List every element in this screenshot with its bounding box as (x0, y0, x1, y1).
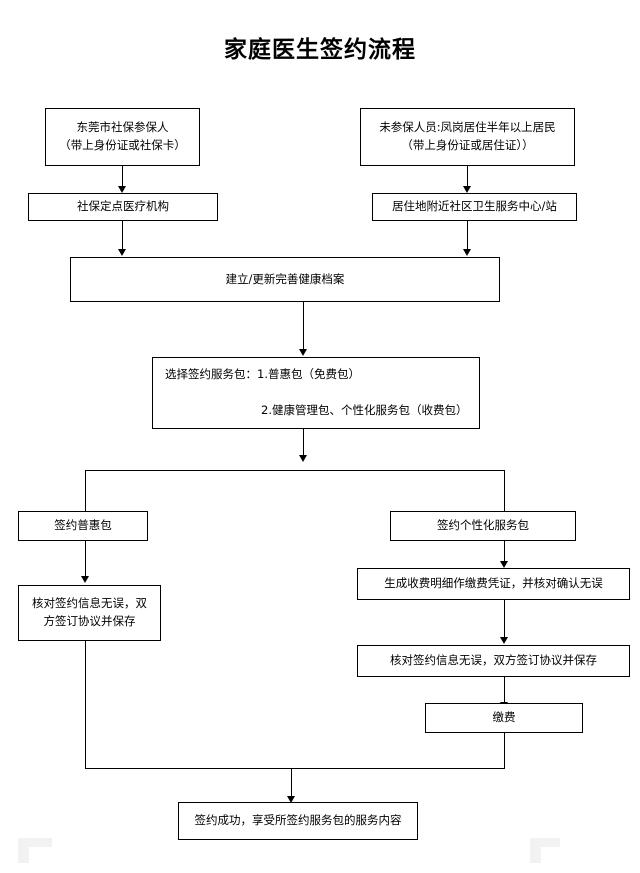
node-choose-package: 选择签约服务包：1.普惠包（免费包） 2.健康管理包、个性化服务包（收费包） (152, 357, 480, 429)
arrowhead-basic-to-confirm (81, 576, 89, 583)
split-drop-right (504, 470, 505, 517)
connector-uninsured-to-center (467, 166, 468, 187)
node-community-center: 居住地附近社区卫生服务中心/站 (372, 193, 577, 221)
watermark-right-mark (530, 838, 560, 847)
arrowhead-merge-to-success (287, 796, 295, 803)
node-payment: 缴费 (425, 703, 583, 733)
connector-fee-to-confirm (504, 600, 505, 638)
connector-basic-to-confirm (85, 541, 86, 577)
arrowhead-choice-to-split (299, 455, 307, 462)
node-sign-basic-package: 签约普惠包 (18, 511, 148, 541)
arrowhead-center-to-record (463, 249, 471, 256)
node-success: 签约成功，享受所签约服务包的服务内容 (178, 802, 418, 840)
node-generate-fee-detail: 生成收费明细作缴费凭证，并核对确认无误 (357, 568, 630, 600)
watermark-left-mark-stem (18, 838, 29, 863)
node-designated-institution: 社保定点医疗机构 (28, 193, 218, 221)
node-personalized-confirm-sign: 核对签约信息无误，双方签订协议并保存 (357, 645, 630, 677)
arrowhead-insured-to-institution (118, 186, 126, 193)
connector-record-to-choice (303, 302, 304, 350)
arrowhead-institution-to-record (118, 249, 126, 256)
arrowhead-personalized-to-fee (500, 561, 508, 568)
split-drop-left (85, 470, 86, 517)
node-sign-personalized-package: 签约个性化服务包 (390, 511, 576, 541)
connector-center-to-record (467, 221, 468, 250)
arrowhead-fee-to-confirm (500, 637, 508, 644)
connector-institution-to-record (122, 221, 123, 250)
connector-insured-to-institution (122, 166, 123, 187)
node-health-record: 建立/更新完善健康档案 (70, 257, 500, 302)
split-bus-horizontal (85, 470, 505, 471)
choose-package-option-1: 选择签约服务包：1.普惠包（免费包） (165, 367, 360, 382)
node-insured-person: 东莞市社保参保人 （带上身份证或社保卡） (45, 108, 200, 166)
page-title: 家庭医生签约流程 (224, 37, 416, 63)
arrowhead-record-to-choice (299, 349, 307, 356)
connector-choice-to-split (303, 429, 304, 456)
connector-confirm-to-payment (504, 677, 505, 703)
watermark-right-mark-stem (530, 838, 541, 863)
merge-drop-left (85, 641, 86, 769)
watermark-left-mark (18, 838, 52, 847)
node-basic-confirm-sign: 核对签约信息无误，双 方签订协议并保存 (18, 585, 161, 641)
merge-drop-right (504, 733, 505, 769)
choose-package-option-2: 2.健康管理包、个性化服务包（收费包） (261, 402, 468, 417)
arrowhead-uninsured-to-center (463, 186, 471, 193)
connector-personalized-to-fee (504, 541, 505, 562)
connector-merge-to-success (291, 768, 292, 797)
merge-bus-horizontal (85, 768, 505, 769)
node-uninsured-person: 未参保人员:凤岗居住半年以上居民 （带上身份证或居住证）） (360, 108, 575, 166)
